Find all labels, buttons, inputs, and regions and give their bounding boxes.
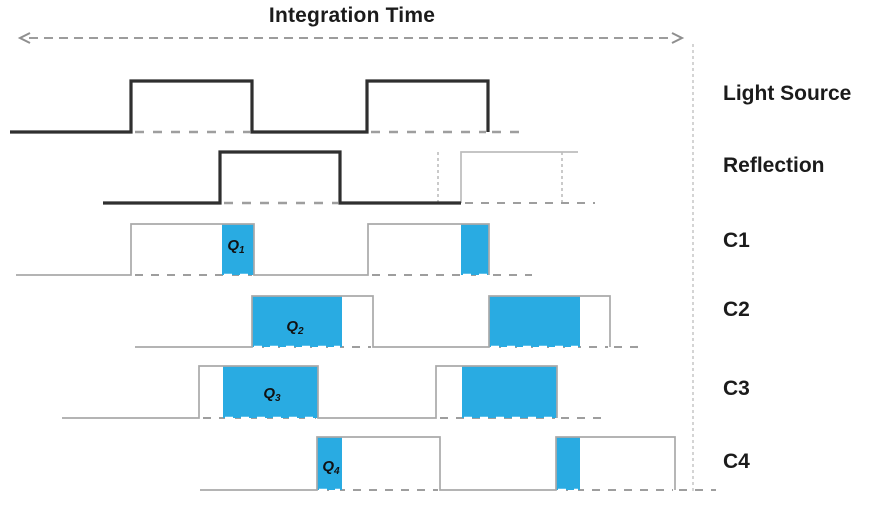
signal-c3-waveform: Q3 [62,365,601,420]
integration-time-title: Integration Time [268,4,436,27]
integration-time-arrow [17,32,685,44]
signal-light-source-waveform [10,79,523,134]
charge-region-c3-1 [223,366,318,418]
signal-label-reflection: Reflection [723,154,825,177]
charge-region-c1-2 [461,224,489,275]
charge-region-c2-1 [252,296,342,347]
signal-label-c3: C3 [723,377,750,400]
charge-region-c2-2 [489,296,580,347]
charge-region-c1-1 [222,224,254,275]
charge-region-c4-1 [317,437,342,490]
signal-label-c1: C1 [723,229,750,252]
signal-label-c4: C4 [723,450,750,473]
signal-c4-waveform: Q4 [200,436,716,492]
signal-label-light-source: Light Source [723,82,852,105]
signal-c2-waveform: Q2 [135,295,641,349]
signal-reflection-waveform [103,150,595,205]
charge-region-c4-2 [556,437,580,490]
signal-label-c2: C2 [723,298,750,321]
arrow-left-head-icon [17,32,31,44]
charge-region-c3-2 [462,366,557,418]
ghost-pulse-outline [460,151,578,203]
signal-c1-waveform: Q1 [16,223,532,277]
arrow-right-head-icon [671,32,685,44]
